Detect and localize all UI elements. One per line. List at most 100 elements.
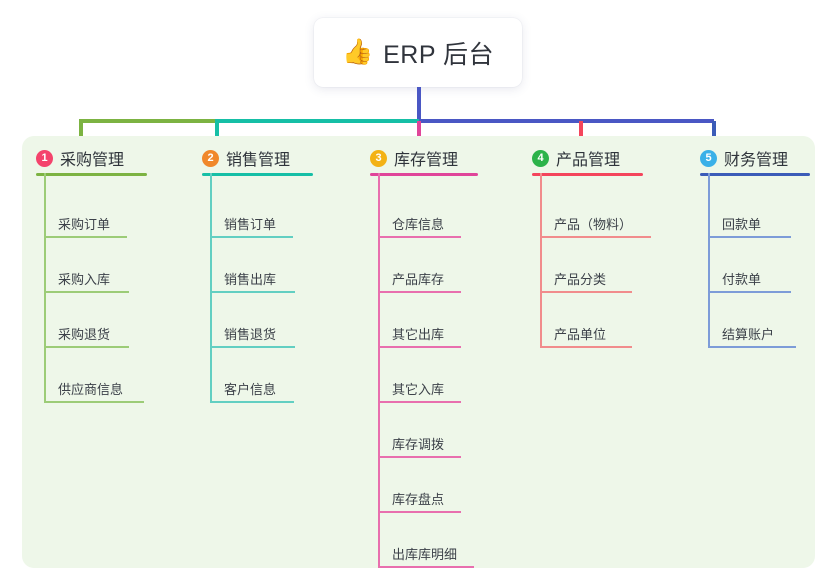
column-header-inventory-management[interactable]: 3 库存管理 [370,146,458,170]
column-spine [708,173,710,348]
module-column-product-management[interactable]: 4 产品管理产品（物料） 产品分类产品单位 [532,136,663,556]
module-item-label: 供应商信息 [58,382,124,397]
module-item[interactable]: 其它入库 [378,371,461,403]
column-header-sales-management[interactable]: 2 销售管理 [202,146,290,170]
module-column-purchase-management[interactable]: 1 采购管理采购订单采购入库采购退货供应商信息 [36,136,167,556]
module-item-label: 仓库信息 [392,217,445,232]
column-spine [44,173,46,403]
module-item-underline [44,291,129,293]
module-item-label: 产品单位 [554,327,607,342]
module-item-label: 销售订单 [224,217,277,232]
thumbs-up-icon: 👍 [341,38,374,66]
module-item-underline [210,236,293,238]
module-item-underline [540,236,651,238]
module-column-sales-management[interactable]: 2 销售管理销售订单销售出库销售退货客户信息 [202,136,333,556]
module-item[interactable]: 销售订单 [210,206,293,238]
column-spine [540,173,542,348]
module-item-label: 付款单 [722,272,762,287]
module-item-label: 出库库明细 [392,547,458,562]
module-item-label: 销售出库 [224,272,277,287]
module-item[interactable]: 库存盘点 [378,481,461,513]
module-column-finance-management[interactable]: 5 财务管理回款单付款单结算账户 [700,136,830,556]
module-item[interactable]: 出库库明细 [378,536,474,568]
root-node-erp-backend[interactable]: 👍 ERP 后台 [314,18,522,87]
module-item[interactable]: 仓库信息 [378,206,461,238]
column-title: 销售管理 [226,152,291,169]
column-index-badge: 1 [36,149,53,167]
bus-segment-green [79,119,215,123]
module-item-label: 结算账户 [722,327,775,342]
module-item[interactable]: 销售出库 [210,261,295,293]
column-underline [202,173,313,176]
module-item[interactable]: 销售退货 [210,316,295,348]
module-item-label: 其它出库 [392,327,445,342]
column-header-finance-management[interactable]: 5 财务管理 [700,146,788,170]
column-index-badge: 4 [532,149,549,167]
column-title: 采购管理 [60,152,125,169]
module-item[interactable]: 供应商信息 [44,371,144,403]
module-item[interactable]: 采购订单 [44,206,127,238]
module-item[interactable]: 产品分类 [540,261,632,293]
column-title: 财务管理 [724,152,789,169]
module-item-label: 销售退货 [224,327,277,342]
module-column-inventory-management[interactable]: 3 库存管理仓库信息产品库存其它出库其它入库库存调拨库存盘点出库库明细 [370,136,498,568]
module-item-underline [378,236,461,238]
module-item[interactable]: 采购入库 [44,261,129,293]
module-item-label: 客户信息 [224,382,277,397]
module-item-underline [708,291,791,293]
root-node-title: ERP 后台 [383,40,495,69]
module-item-underline [378,456,461,458]
modules-panel: 1 采购管理采购订单采购入库采购退货供应商信息 2 销售管理销售订单销售出库销售退货客… [22,136,815,568]
column-header-purchase-management[interactable]: 1 采购管理 [36,146,124,170]
module-item-label: 回款单 [722,217,762,232]
module-item-underline [708,236,791,238]
module-item-underline [210,401,294,403]
module-item-underline [210,346,295,348]
module-item-underline [378,511,461,513]
column-underline [532,173,643,176]
column-underline [370,173,478,176]
module-item[interactable]: 结算账户 [708,316,796,348]
column-underline [36,173,147,176]
module-item-underline [44,401,144,403]
module-item-underline [378,401,461,403]
module-item-underline [540,346,632,348]
module-item[interactable]: 回款单 [708,206,791,238]
module-item-underline [210,291,295,293]
module-item[interactable]: 采购退货 [44,316,129,348]
module-item-underline [378,346,461,348]
module-item-underline [44,346,129,348]
root-trunk-connector [417,87,421,121]
module-item-label: 产品库存 [392,272,445,287]
module-item-label: 采购退货 [58,327,111,342]
module-item-underline [44,236,127,238]
bus-segment-teal [215,119,419,123]
module-item[interactable]: 付款单 [708,261,791,293]
module-item-underline [378,291,461,293]
module-item-label: 产品（物料） [554,217,633,232]
column-title: 库存管理 [394,152,459,169]
module-item[interactable]: 产品单位 [540,316,632,348]
module-item[interactable]: 其它出库 [378,316,461,348]
column-index-badge: 3 [370,149,387,167]
module-item[interactable]: 产品库存 [378,261,461,293]
module-item[interactable]: 库存调拨 [378,426,461,458]
module-item-label: 产品分类 [554,272,607,287]
column-header-product-management[interactable]: 4 产品管理 [532,146,620,170]
module-item-underline [378,566,474,568]
column-index-badge: 5 [700,149,717,167]
module-item-label: 库存盘点 [392,492,445,507]
column-index-badge: 2 [202,149,219,167]
module-item-label: 采购入库 [58,272,111,287]
module-item[interactable]: 产品（物料） [540,206,651,238]
module-item[interactable]: 客户信息 [210,371,294,403]
column-underline [700,173,810,176]
module-item-label: 库存调拨 [392,437,445,452]
column-spine [378,173,380,568]
column-title: 产品管理 [556,152,621,169]
module-item-label: 采购订单 [58,217,111,232]
column-spine [210,173,212,403]
module-item-underline [540,291,632,293]
module-item-label: 其它入库 [392,382,445,397]
